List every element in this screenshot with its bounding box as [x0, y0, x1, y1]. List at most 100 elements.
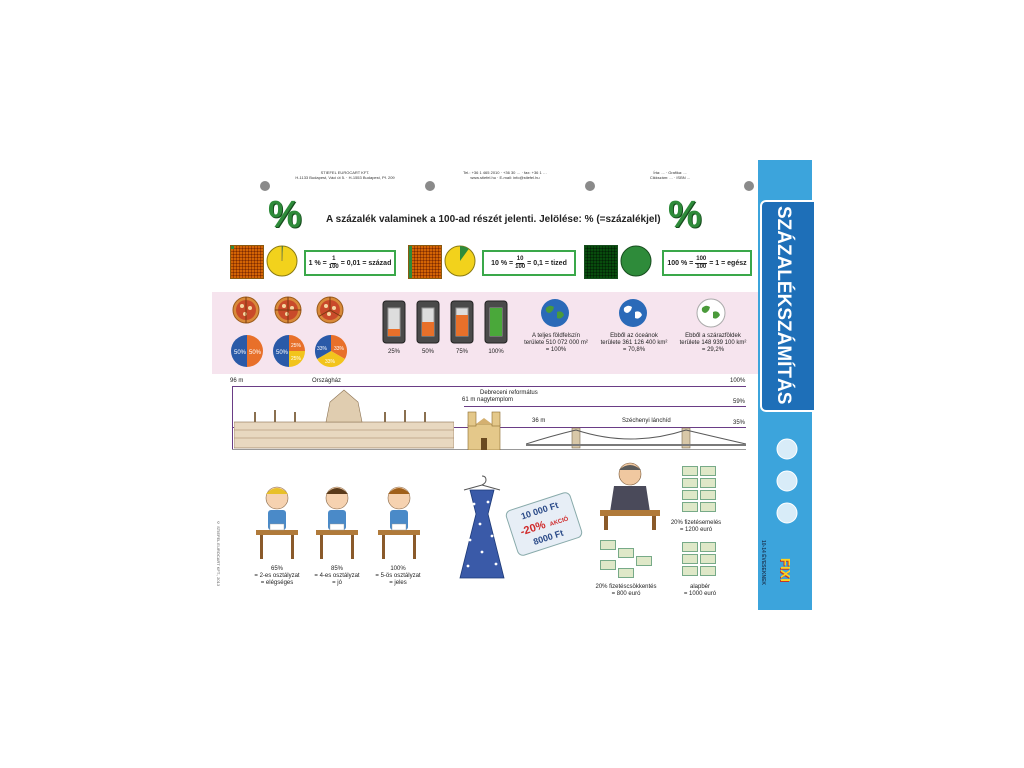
- percent-symbol-right: %: [668, 194, 702, 236]
- euro-bill-6: [700, 490, 716, 500]
- pizza-icon-2: [274, 296, 302, 324]
- pie-label-33b: 33%: [334, 346, 345, 352]
- church-name: Debreceni református: [480, 390, 538, 396]
- percent-35: 35%: [733, 420, 746, 426]
- grid-100-percent: [584, 245, 618, 279]
- pie-1-percent: [266, 245, 298, 277]
- pie-halves: 50% 50%: [231, 335, 263, 367]
- phone-battery-4: 100%: [484, 300, 508, 356]
- salary-cut-caption: 20% fizetéscsökkentés= 800 euró: [595, 584, 657, 597]
- student-icon-2: [316, 486, 358, 559]
- pie-label-50: 50%: [276, 350, 289, 356]
- church-height: 61 m nagytemplom: [462, 397, 514, 403]
- euro-bill-9: [682, 542, 698, 552]
- grade-caption-2: 85%= 4-es osztályzat= jó: [314, 566, 360, 586]
- pie-label-25b: 25%: [291, 356, 302, 362]
- age-label: 10-14 ÉVESEKNEK: [760, 540, 766, 586]
- student-icon-3: [378, 486, 420, 559]
- battery-level-4: [490, 308, 502, 336]
- pizza-icon-1: [232, 296, 260, 324]
- euro-bill-15: [600, 540, 616, 550]
- salary-raise-caption: 20% fizetésemelés= 1200 euró: [670, 520, 722, 533]
- pie-100-percent: [620, 245, 652, 277]
- sidebar-icon-2: [776, 470, 798, 492]
- pie-label-50b: 50%: [249, 350, 262, 356]
- dress-icon: [459, 475, 505, 579]
- sidebar-title-box: [760, 200, 816, 412]
- euro-bill-19: [618, 568, 634, 578]
- pie-thirds: 33% 33% 33%: [314, 334, 348, 368]
- grid-10-percent: [408, 245, 442, 279]
- percent-symbol-left: %: [268, 194, 302, 236]
- parliament-height: 96 m: [230, 378, 244, 384]
- sidebar-icon-3: [776, 502, 798, 524]
- euro-bill-3: [682, 478, 698, 488]
- header-publisher: STIEFEL EUROCART KFT.H-1133 Budapest, Vá…: [295, 170, 395, 180]
- battery-label-3: 75%: [455, 349, 468, 355]
- euro-bill-5: [682, 490, 698, 500]
- euro-bill-11: [682, 554, 698, 564]
- parliament-icon: [234, 389, 454, 449]
- pie-quarters: 50% 25% 25%: [273, 335, 305, 367]
- pie-10-percent: [444, 245, 476, 277]
- line-100: [232, 386, 746, 387]
- page-title: A százalék valaminek a 100-ad részét jel…: [326, 214, 661, 225]
- pie-label-50a: 50%: [234, 350, 247, 356]
- euro-bill-14: [700, 566, 716, 576]
- pizza-icon-3: [316, 296, 344, 324]
- phone-battery-2: 50%: [416, 300, 440, 356]
- euro-bill-8: [700, 502, 716, 512]
- globe-icon-2: [619, 299, 647, 327]
- punch-hole-2: [425, 181, 435, 191]
- sidebar-icon-1: [776, 438, 798, 460]
- euro-bill-2: [700, 466, 716, 476]
- euro-bill-16: [618, 548, 634, 558]
- grid-1-percent: [230, 245, 264, 279]
- left-axis: [232, 386, 233, 450]
- euro-bill-7: [682, 502, 698, 512]
- pie-label-25a: 25%: [291, 343, 302, 349]
- grade-caption-1: 65%= 2-es osztályzat= elégséges: [254, 566, 300, 586]
- brand-logo: FIXI: [778, 558, 793, 582]
- globe-icon-1: [541, 299, 569, 327]
- battery-level-1: [388, 329, 400, 336]
- sidebar-title: SZÁZALÉKSZÁMÍTÁS: [773, 206, 794, 405]
- pie-label-33a: 33%: [317, 346, 328, 352]
- header-contact: Tel.: +36 1 465 2010 · +36 30 … · fax: +…: [463, 170, 547, 180]
- euro-bill-17: [636, 556, 652, 566]
- phone-battery-3: 75%: [450, 300, 474, 356]
- globe-icon-3: [696, 298, 726, 328]
- battery-level-2: [422, 322, 434, 336]
- poster: [212, 160, 812, 610]
- pie-label-33c: 33%: [325, 359, 336, 365]
- header-credits: Írta: ... · Grafika: ...Cikkszám: ... · …: [649, 170, 691, 180]
- bridge-height: 36 m: [532, 418, 546, 424]
- percent-100: 100%: [730, 378, 746, 384]
- grade-caption-3: 100%= 5-ös osztályzat= jeles: [375, 566, 421, 586]
- line-59: [464, 406, 746, 407]
- boss-icon: [600, 462, 660, 530]
- percent-59: 59%: [733, 399, 746, 405]
- phone-battery-1: 25%: [382, 300, 406, 356]
- euro-bill-18: [600, 560, 616, 570]
- salary-base-caption: alapbér= 1000 euró: [683, 584, 717, 597]
- battery-label-1: 25%: [387, 349, 400, 355]
- battery-level-3: [456, 315, 468, 336]
- parliament-name: Országház: [312, 378, 342, 384]
- euro-bill-10: [700, 542, 716, 552]
- euro-bill-4: [700, 478, 716, 488]
- bridge-icon: [526, 427, 746, 449]
- battery-label-2: 50%: [421, 349, 434, 355]
- euro-bill-1: [682, 466, 698, 476]
- punch-hole-3: [585, 181, 595, 191]
- student-icon-1: [256, 486, 298, 559]
- euro-bill-12: [700, 554, 716, 564]
- church-icon: [467, 411, 501, 450]
- bridge-name: Széchenyi lánchíd: [622, 418, 671, 424]
